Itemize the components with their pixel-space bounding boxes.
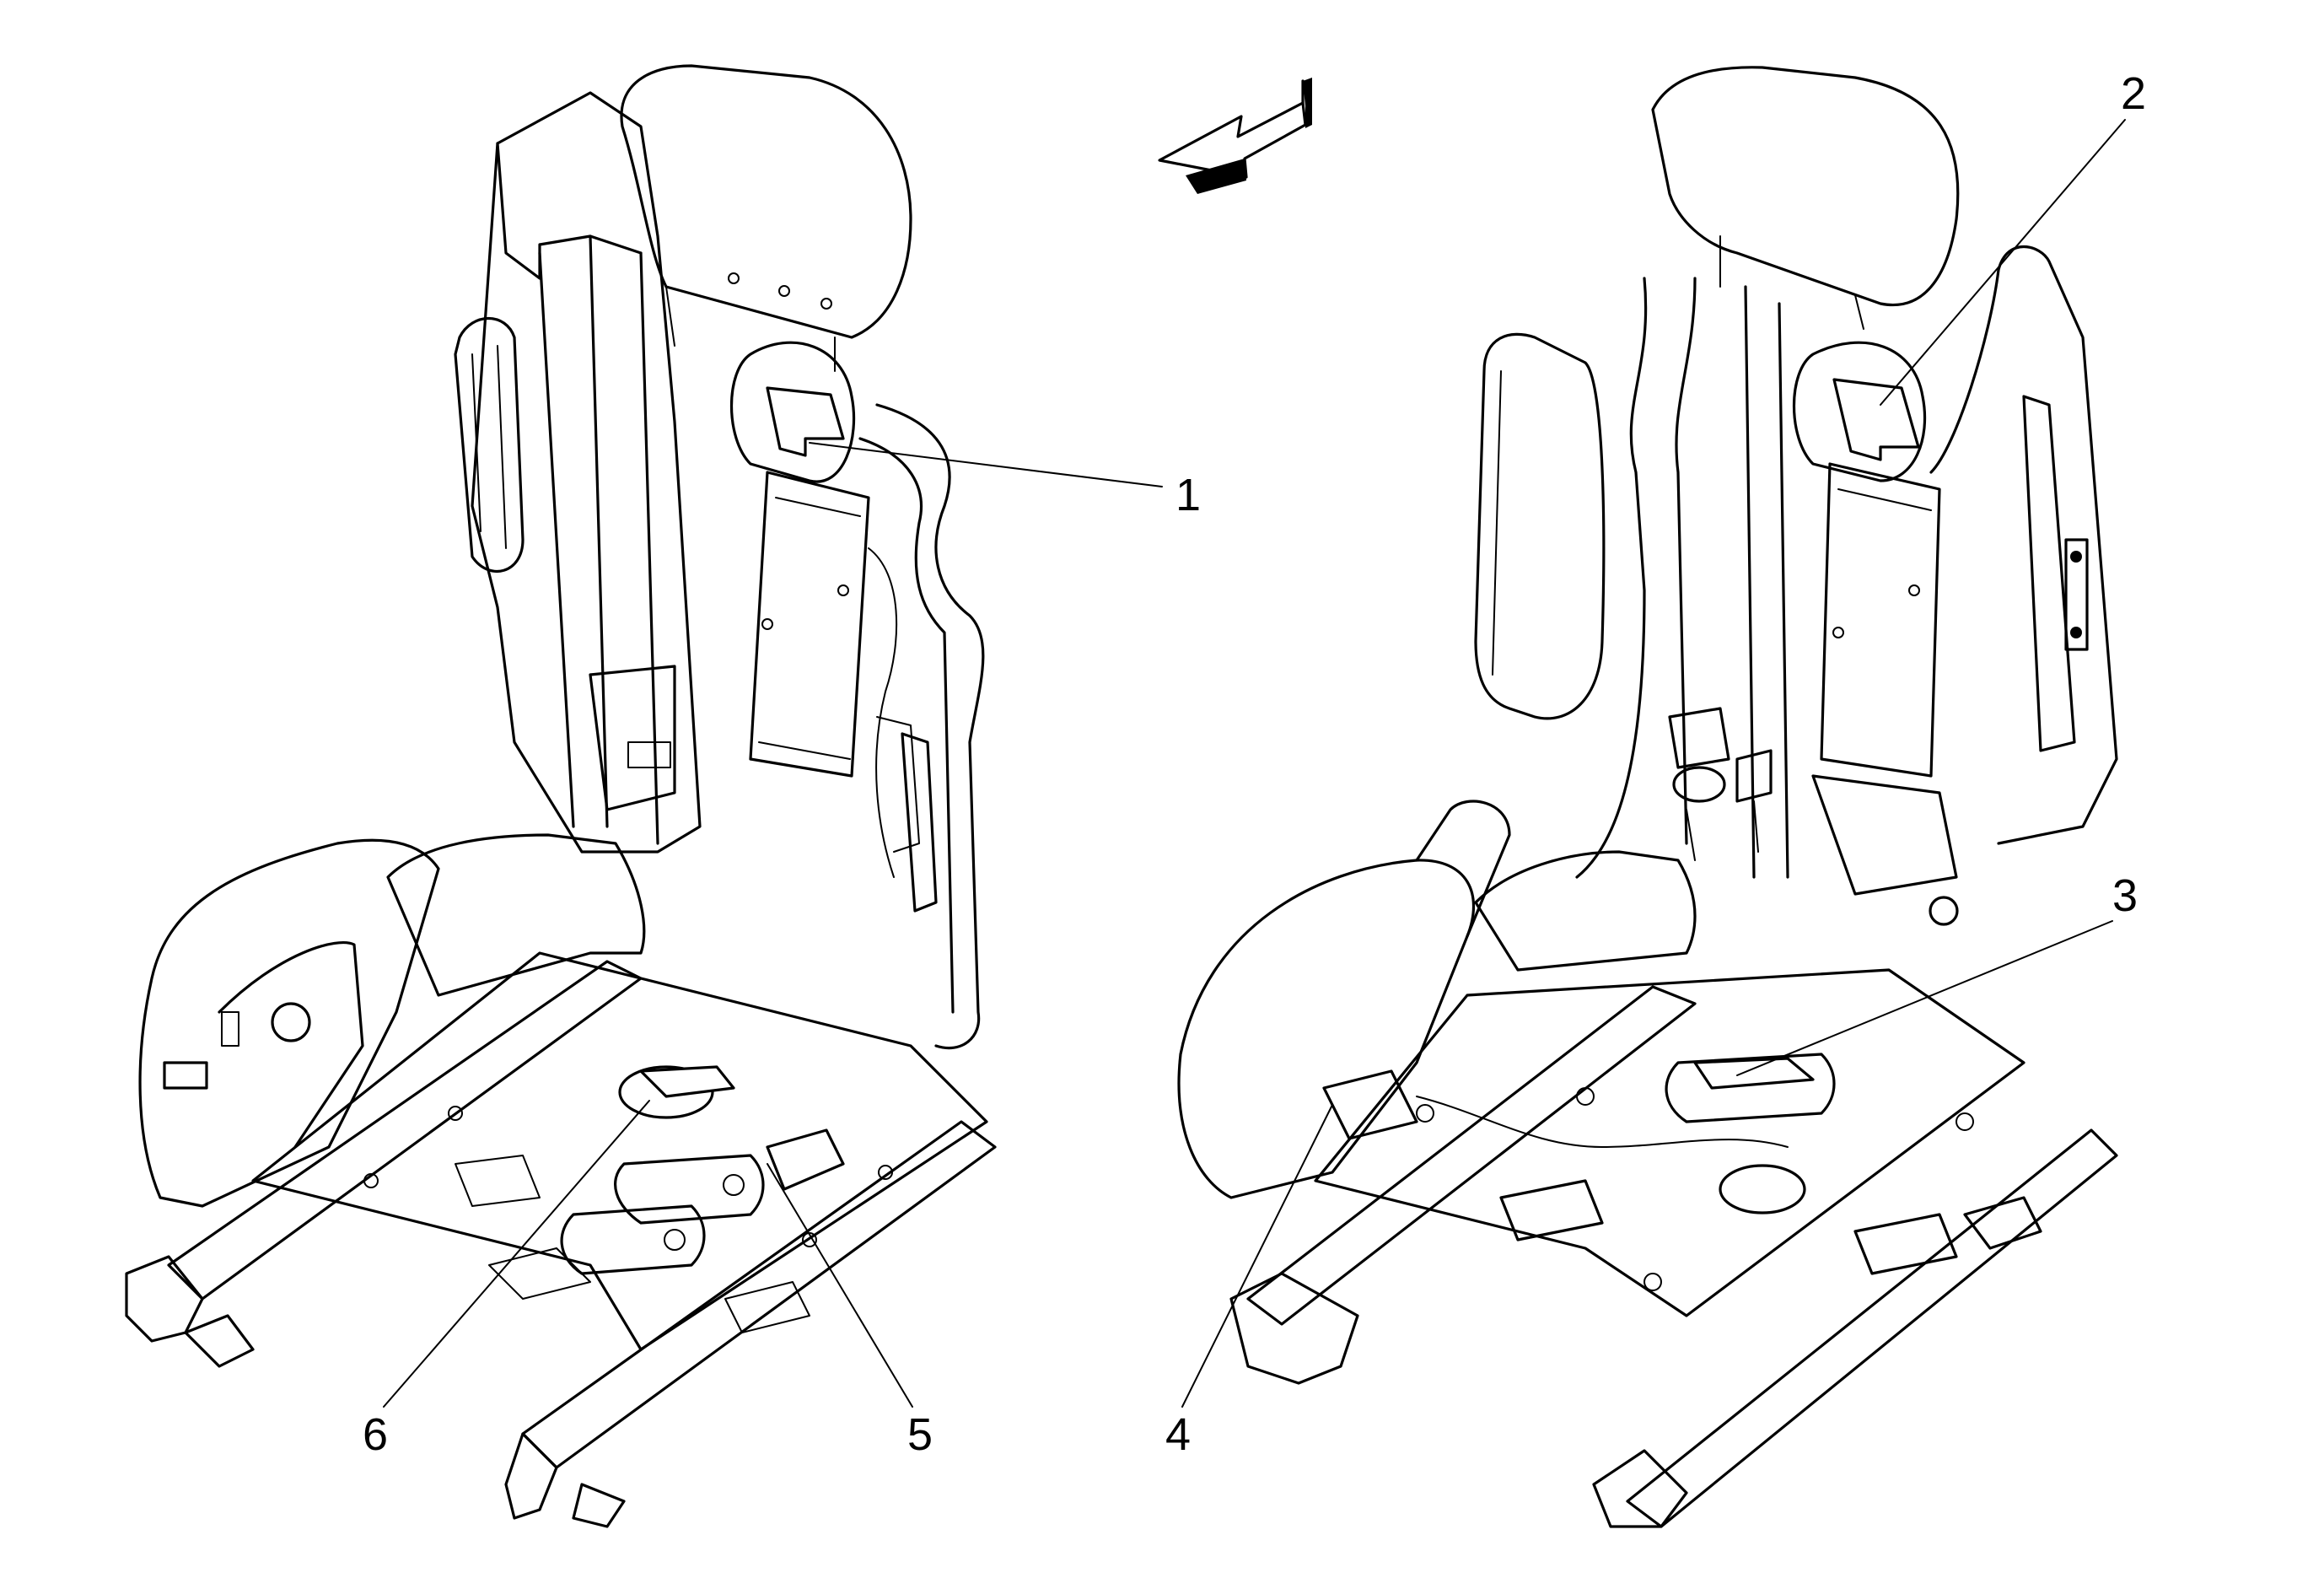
callout-2: 2 bbox=[2120, 68, 2147, 119]
left-headrest bbox=[620, 64, 912, 339]
left-cushion-side bbox=[138, 838, 440, 1208]
right-seat-track-left bbox=[1246, 985, 1697, 1326]
leader-3 bbox=[1736, 920, 2113, 1076]
right-seat-track-right bbox=[1626, 1128, 2118, 1528]
leader-5 bbox=[767, 1163, 913, 1408]
callout-4: 4 bbox=[1165, 1409, 1192, 1460]
leader-6 bbox=[383, 1100, 650, 1408]
callout-1: 1 bbox=[1175, 470, 1202, 520]
left-seat-track-left bbox=[167, 960, 643, 1301]
front-arrow-icon bbox=[1158, 78, 1312, 194]
left-seat-assembly bbox=[125, 64, 997, 1528]
callout-5: 5 bbox=[906, 1409, 933, 1460]
callout-6: 6 bbox=[362, 1409, 389, 1460]
right-seat-assembly bbox=[1177, 66, 2118, 1528]
right-headrest bbox=[1651, 66, 1960, 306]
leader-4 bbox=[1181, 1104, 1333, 1408]
leader-2 bbox=[1880, 119, 2126, 406]
callout-3: 3 bbox=[2112, 870, 2138, 921]
left-seatback-frame bbox=[471, 91, 702, 854]
leader-lines bbox=[383, 119, 2126, 1408]
right-cushion-side bbox=[1177, 859, 1476, 1199]
leader-1 bbox=[809, 442, 1163, 487]
